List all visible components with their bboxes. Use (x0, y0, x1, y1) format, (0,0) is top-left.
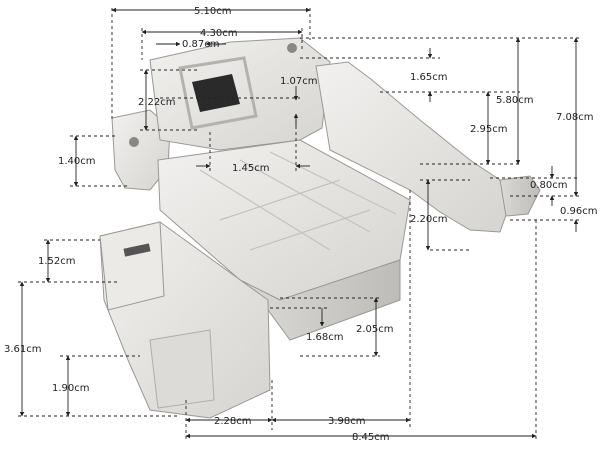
dim-label: 0.96cm (560, 206, 598, 217)
dim-label: 0.87cm (182, 39, 220, 50)
dim-label: 2.95cm (470, 124, 508, 135)
dim-label: 1.65cm (410, 72, 448, 83)
dimension-lines (18, 7, 580, 440)
dim-label: 7.08cm (556, 112, 594, 123)
dimension-arrows (19, 7, 579, 439)
left-screw-hole (129, 137, 139, 147)
dimension-labels: 5.10cm 4.30cm 0.87cm 1.07cm 2.22cm 1.65c… (4, 6, 598, 443)
latch-frame (178, 56, 258, 130)
latch-opening (192, 74, 240, 112)
terminal-slot (123, 243, 151, 257)
dim-label: 2.05cm (356, 324, 394, 335)
dim-label: 1.90cm (52, 383, 90, 394)
dim-label: 1.68cm (306, 332, 344, 343)
connector-side-ribs (149, 329, 215, 409)
dim-label: 5.10cm (194, 6, 232, 17)
dim-label: 8.45cm (352, 432, 390, 443)
dim-label: 2.28cm (214, 416, 252, 427)
dim-label: 1.40cm (58, 156, 96, 167)
dim-label: 1.07cm (280, 76, 318, 87)
dim-label: 1.52cm (38, 256, 76, 267)
top-face-grid (199, 151, 397, 251)
top-screw-hole (287, 43, 297, 53)
connector-front (99, 221, 165, 311)
dim-label: 5.80cm (496, 95, 534, 106)
top-housing (149, 37, 331, 151)
dim-label: 1.45cm (232, 163, 270, 174)
dim-label: 2.22cm (138, 97, 176, 108)
dim-label: 3.98cm (328, 416, 366, 427)
hook-tip (499, 175, 541, 217)
dim-label: 0.80cm (530, 180, 568, 191)
dim-label: 2.20cm (410, 214, 448, 225)
interlock-switch (99, 37, 541, 419)
dim-label: 4.30cm (200, 28, 238, 39)
dim-label: 3.61cm (4, 344, 42, 355)
